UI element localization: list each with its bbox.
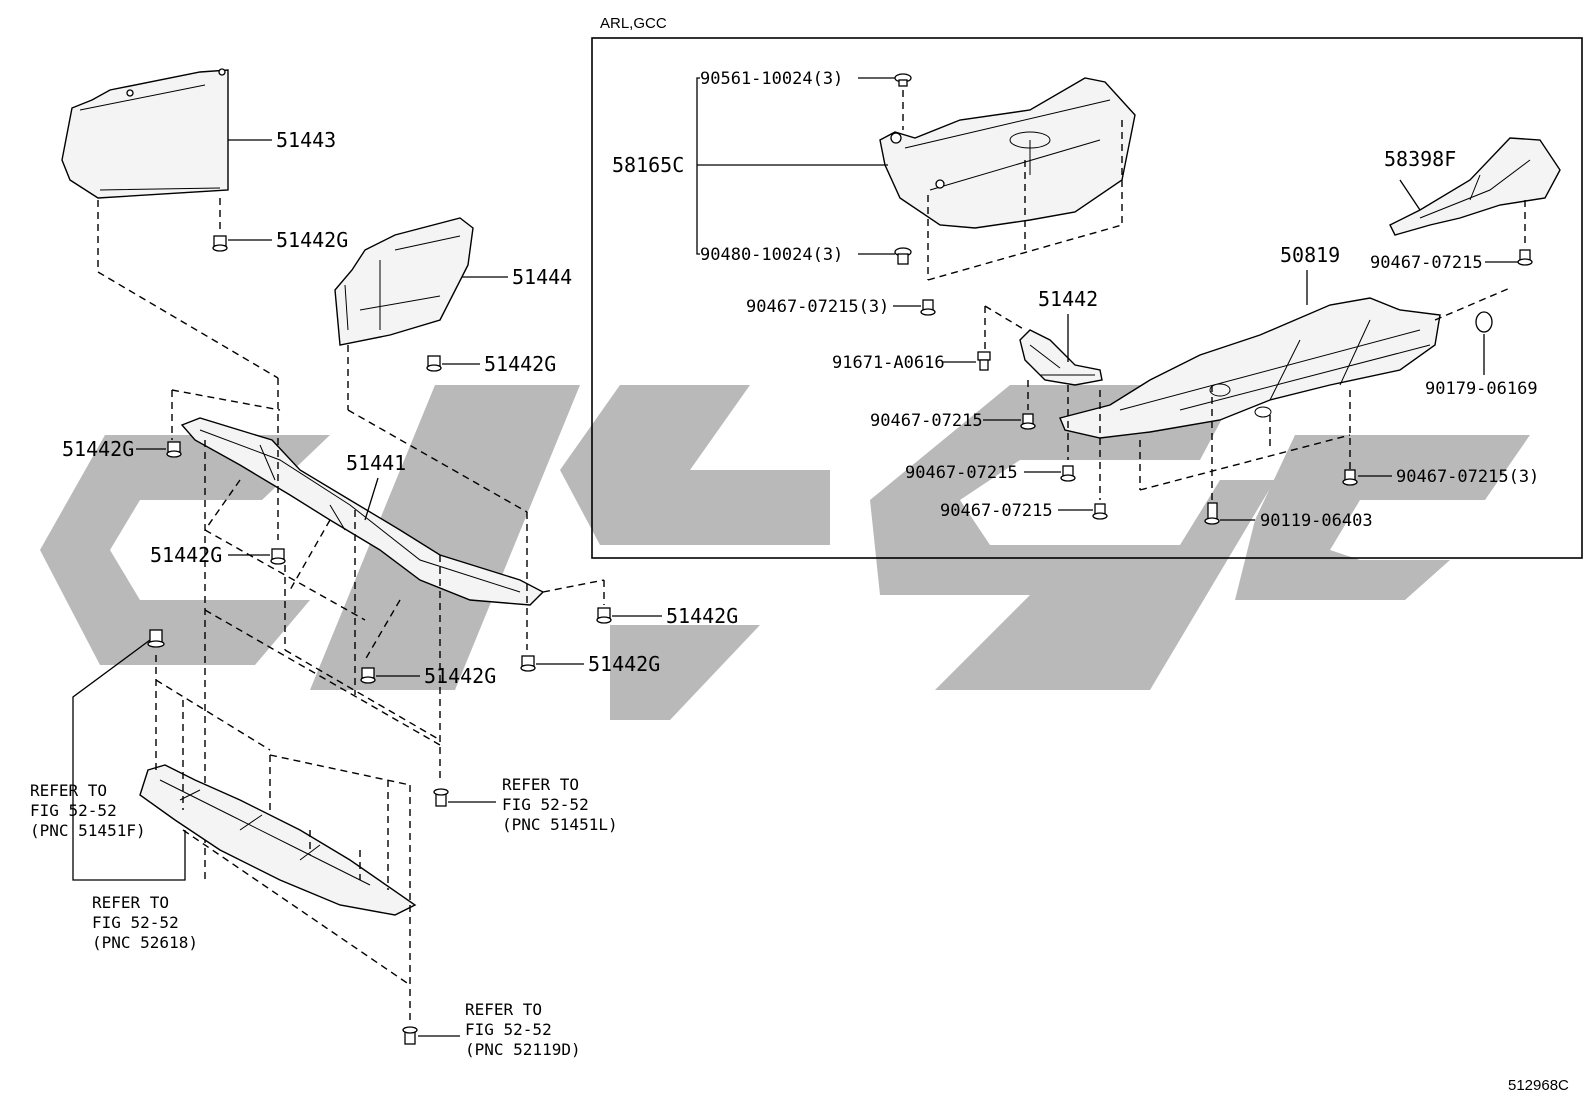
- part-51441-shape: [180, 417, 545, 606]
- part-58398f-shape: [1389, 137, 1561, 236]
- clip-51442g-5: [596, 607, 612, 624]
- grommet-90179: [1475, 311, 1493, 333]
- ref-51451l-line2: FIG 52-52: [502, 795, 589, 814]
- assembly-dashes-left: [97, 200, 605, 880]
- clip-90467-d: [1092, 503, 1108, 520]
- clip-51442g-4: [270, 548, 286, 565]
- clip-90467-3b: [1342, 469, 1358, 486]
- assembly-dashes-lower: [155, 655, 411, 1020]
- ref-51451l-line3: (PNC 51451L): [502, 815, 618, 834]
- ref-51451f-line1: REFER TO: [30, 781, 107, 800]
- label-51442: 51442: [1038, 287, 1098, 311]
- clip-51442g-6: [520, 655, 536, 672]
- ref-52618-line3: (PNC 52618): [92, 933, 198, 952]
- clip-51442g-2: [426, 355, 442, 372]
- label-90467-3b: 90467-07215(3): [1396, 467, 1539, 487]
- part-58165c-shape: [879, 77, 1136, 229]
- bolt-91671: [977, 351, 991, 371]
- ref-52119d-line3: (PNC 52119D): [465, 1040, 581, 1059]
- ref-51451f-line2: FIG 52-52: [30, 801, 117, 820]
- label-51443: 51443: [276, 128, 336, 152]
- ref-52618-line2: FIG 52-52: [92, 913, 179, 932]
- clip-90467-3a: [920, 299, 936, 316]
- ref-52119d-line2: FIG 52-52: [465, 1020, 552, 1039]
- clip-51442g-3: [166, 441, 182, 458]
- label-90467-d: 90467-07215: [940, 501, 1053, 521]
- assembly-dashes-50819: [1139, 287, 1511, 500]
- label-51444: 51444: [512, 265, 572, 289]
- clip-90561: [894, 73, 912, 87]
- bolt-51451f: [147, 629, 165, 648]
- region-box: [591, 37, 1583, 559]
- label-90561: 90561-10024(3): [700, 69, 843, 89]
- label-90467-a: 90467-07215: [1370, 253, 1483, 273]
- label-90467-c: 90467-07215: [905, 463, 1018, 483]
- clip-90467-c: [1060, 465, 1076, 482]
- part-50819-shape: [1059, 297, 1441, 439]
- region-label: ARL,GCC: [600, 15, 667, 32]
- clip-90467-b: [1020, 413, 1036, 430]
- ref-51451l-line1: REFER TO: [502, 775, 579, 794]
- bolt-90119: [1204, 502, 1220, 525]
- label-90467-b: 90467-07215: [870, 411, 983, 431]
- label-51442g-4: 51442G: [150, 543, 222, 567]
- label-58398f: 58398F: [1384, 147, 1456, 171]
- label-51442g-1: 51442G: [276, 228, 348, 252]
- assembly-dashes-51442: [984, 305, 1101, 500]
- watermark-logo: [40, 385, 1530, 720]
- label-90179: 90179-06169: [1425, 379, 1538, 399]
- ref-51451f-line3: (PNC 51451F): [30, 821, 146, 840]
- part-51443-shape: [61, 68, 229, 199]
- label-51442g-2: 51442G: [484, 352, 556, 376]
- clip-90467-a: [1517, 249, 1533, 266]
- clip-90480: [894, 247, 912, 265]
- clip-51442g-7: [360, 667, 376, 684]
- label-51442g-6: 51442G: [588, 652, 660, 676]
- part-front-undercover-shape: [139, 764, 417, 916]
- figure-id: 512968C: [1508, 1077, 1569, 1094]
- label-51442g-5: 51442G: [666, 604, 738, 628]
- assembly-dashes-58165c: [902, 90, 1123, 281]
- ref-52119d-line1: REFER TO: [465, 1000, 542, 1019]
- label-50819: 50819: [1280, 243, 1340, 267]
- label-51442g-3: 51442G: [62, 437, 134, 461]
- clip-51442g-1: [212, 235, 228, 252]
- part-51444-shape: [334, 217, 474, 346]
- label-51442g-7: 51442G: [424, 664, 496, 688]
- label-58165c: 58165C: [612, 153, 684, 177]
- label-90467-3a: 90467-07215(3): [746, 297, 889, 317]
- label-51441: 51441: [346, 451, 406, 475]
- label-90119: 90119-06403: [1260, 511, 1373, 531]
- part-51442-shape: [1019, 329, 1103, 386]
- ref-52618-line1: REFER TO: [92, 893, 169, 912]
- bolt-51451l: [433, 788, 449, 807]
- bolt-52119d: [402, 1026, 418, 1045]
- label-91671: 91671-A0616: [832, 353, 945, 373]
- label-90480: 90480-10024(3): [700, 245, 843, 265]
